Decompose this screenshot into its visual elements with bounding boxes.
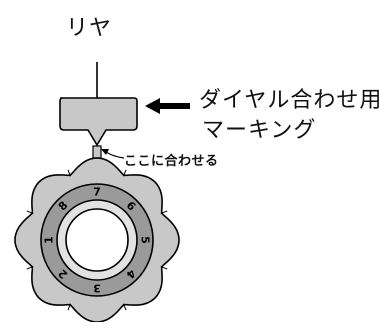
dial-number: 3	[93, 282, 101, 295]
dial-top-notch	[92, 145, 102, 159]
dial-marking-block	[59, 97, 138, 147]
marking-arrow	[145, 98, 190, 114]
dial-lobe-divider	[67, 303, 72, 311]
dial-center	[65, 208, 129, 272]
dial-lobe-divider	[26, 265, 34, 270]
dial-lobe-divider	[160, 210, 168, 215]
align-leader-arrowhead	[101, 149, 109, 155]
rear-label: リヤ	[66, 16, 113, 41]
dial-number: 1	[43, 236, 56, 244]
marking-label-line2: マーキング	[202, 118, 317, 143]
marking-label-line1: ダイヤル合わせ用	[199, 88, 379, 113]
align-here-label: ここに合わせる	[124, 154, 219, 169]
dial-lobe-divider	[26, 210, 34, 215]
dial-number: 5	[139, 236, 152, 244]
dial-lobe-divider	[122, 169, 127, 177]
dial-lobe-divider	[160, 265, 168, 270]
dial-lobe-divider	[122, 303, 127, 311]
dial-lobe-divider	[67, 169, 72, 177]
dial-number: 7	[93, 186, 101, 199]
